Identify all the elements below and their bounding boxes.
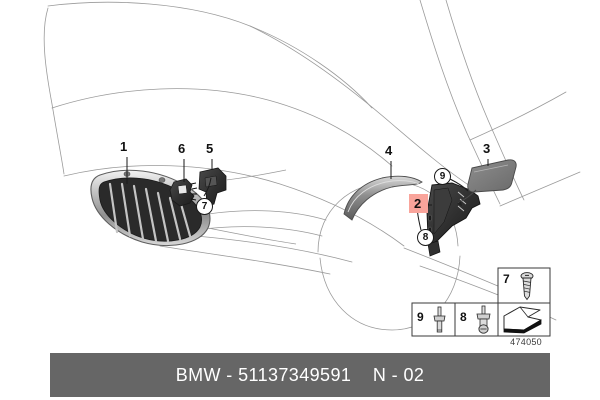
legend-number-8: 8 — [460, 310, 467, 324]
callout-9-circled: 9 — [434, 168, 451, 185]
callout-7-circled: 7 — [196, 198, 213, 215]
callout-8-circled: 8 — [417, 229, 434, 246]
legend-number-9: 9 — [417, 310, 424, 324]
part-wheel-arch-trim — [343, 175, 423, 221]
callout-3: 3 — [483, 141, 491, 156]
screw-icon — [520, 272, 534, 301]
drawing-code: 474050 — [510, 337, 542, 347]
trim-cross-section-icon — [503, 306, 542, 334]
callout-6: 6 — [178, 141, 186, 156]
part-angular-bracket — [198, 167, 287, 207]
callout-5: 5 — [206, 141, 214, 156]
part-toothed-clip — [169, 178, 198, 207]
leader-lines — [126, 157, 489, 239]
push-rivet-icon — [476, 305, 491, 334]
callout-1: 1 — [120, 139, 128, 154]
legend-box — [411, 267, 551, 337]
callout-4: 4 — [385, 143, 393, 158]
legend-number-7: 7 — [503, 272, 510, 286]
part-kidney-grille — [90, 169, 297, 247]
footer-part-number-text: BMW - 51137349591 N - 02 — [175, 364, 425, 385]
callout-2-highlight — [409, 194, 428, 213]
part-cover-panel — [457, 159, 517, 206]
footer-bar: BMW - 51137349591 N - 02 — [50, 353, 550, 397]
expanding-pin-icon — [433, 306, 446, 333]
callout-2: 2 — [414, 196, 422, 211]
